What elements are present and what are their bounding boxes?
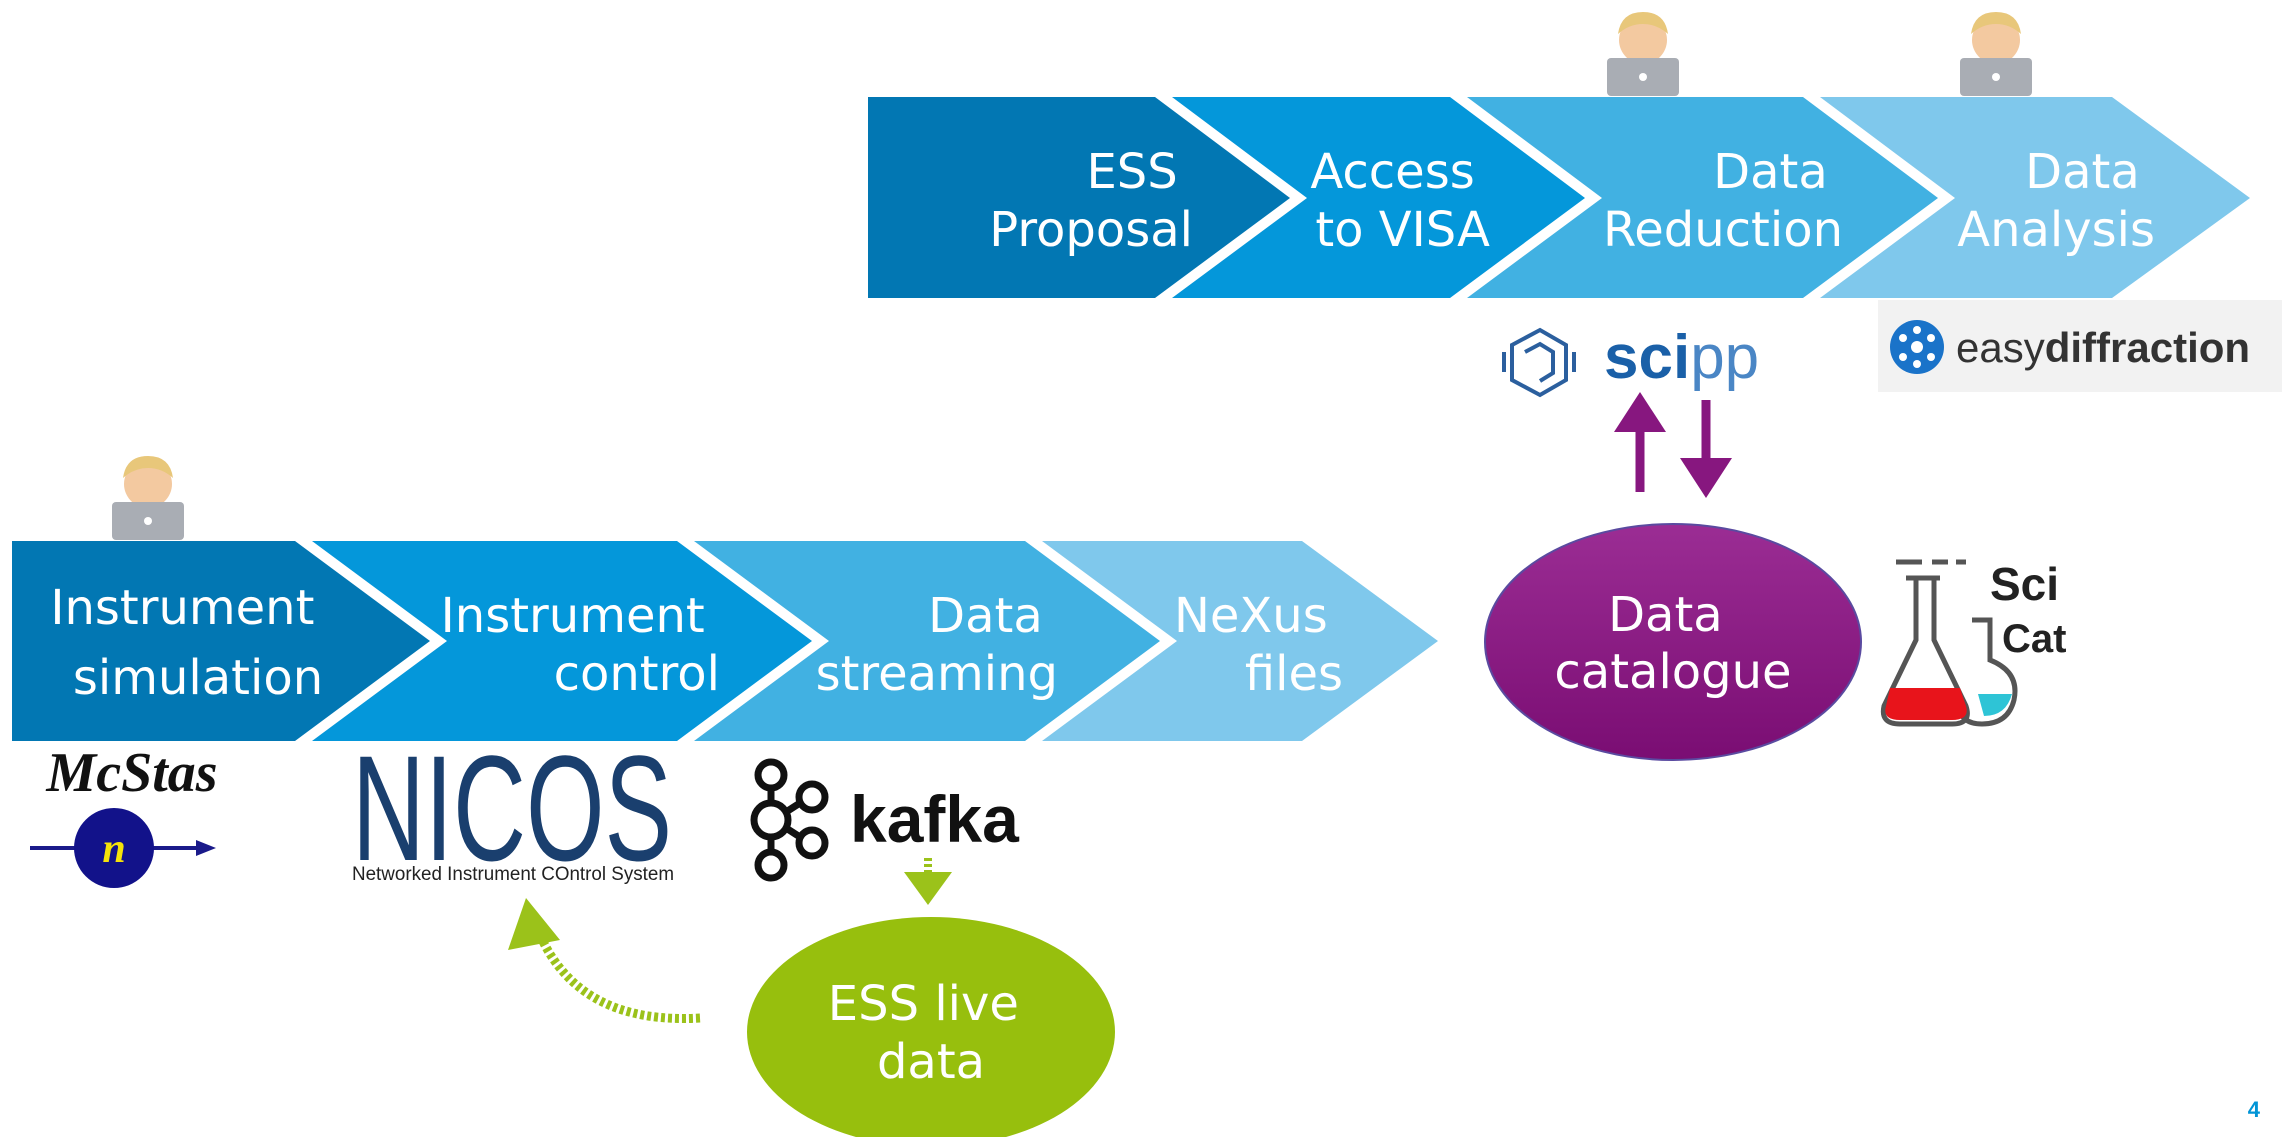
nicos-subtitle: Networked Instrument COntrol System xyxy=(352,864,674,885)
chevron-instrument-simulation xyxy=(12,541,430,741)
scipp-logo-icon xyxy=(1502,327,1576,398)
nicos-logo: NICOS Networked Instrument COntrol Syste… xyxy=(352,724,674,892)
arrow-down-icon xyxy=(1680,458,1732,498)
easydiffraction-logo-background xyxy=(1878,300,2282,392)
step-instrument-simulation: Instrument simulation xyxy=(50,580,329,706)
neutron-icon: n xyxy=(30,808,216,888)
kafka-logo-icon xyxy=(750,758,829,882)
kafka-text: kafka xyxy=(850,782,1020,856)
step-instrument-control: Instrument control xyxy=(441,588,720,702)
top-process-chain: ESS Proposal Access to VISA Data Reducti… xyxy=(868,97,2250,298)
arrow-up-icon xyxy=(508,898,560,950)
scicat-logo: Sci Cat xyxy=(1880,558,2066,727)
user-at-laptop-icon xyxy=(1607,12,1679,96)
data-catalogue-label: Data catalogue xyxy=(1554,587,1791,700)
chevron-instrument-control xyxy=(312,541,812,741)
bottom-process-chain: Instrument simulation Instrument control… xyxy=(12,541,1438,741)
chevron-data-reduction xyxy=(1467,97,1938,298)
scicat-flask-icon xyxy=(1880,559,2018,727)
mcstas-logo: McStas n xyxy=(30,742,218,888)
chevron-ess-proposal xyxy=(868,97,1290,298)
page-number: 4 xyxy=(2247,1097,2260,1122)
arrow-down-icon xyxy=(904,872,952,905)
kafka-logo: kafka xyxy=(750,758,1020,882)
scicat-red-liquid xyxy=(1885,688,1967,720)
step-nexus-files: NeXus files xyxy=(1174,588,1343,702)
arrow-up-icon xyxy=(1614,392,1666,432)
scipp-catalogue-arrows xyxy=(1614,392,1732,498)
data-catalogue-ellipse xyxy=(1484,523,1862,761)
scicat-sci-text: Sci xyxy=(1990,558,2059,610)
chevron-access-visa xyxy=(1172,97,1585,298)
easydiffraction-logo-icon xyxy=(1890,320,1944,374)
step-data-streaming: Data streaming xyxy=(816,588,1058,702)
step-access-visa: Access to VISA xyxy=(1310,144,1490,258)
chevron-data-streaming xyxy=(694,541,1160,741)
kafka-to-live-arrow xyxy=(904,858,952,905)
easydiffraction-logo: easydiffraction xyxy=(1878,300,2282,392)
live-to-nicos-arrow xyxy=(508,898,701,1024)
scicat-cat-text: Cat xyxy=(2002,617,2066,661)
scipp-logo: scipp xyxy=(1502,323,1759,398)
chevron-data-analysis xyxy=(1820,97,2250,298)
nicos-text: NICOS xyxy=(352,724,672,892)
step-data-analysis: Data Analysis xyxy=(1957,144,2155,258)
user-at-laptop-icon xyxy=(112,456,184,540)
ess-live-data-label: ESS live data xyxy=(828,976,1034,1090)
mcstas-text: McStas xyxy=(45,742,217,804)
user-at-laptop-icon xyxy=(1960,12,2032,96)
chevron-nexus-files xyxy=(1042,541,1438,741)
step-data-reduction: Data Reduction xyxy=(1603,144,1843,258)
ess-live-data-ellipse xyxy=(747,917,1115,1137)
easydiffraction-text: easydiffraction xyxy=(1956,324,2250,371)
svg-text:n: n xyxy=(102,826,125,872)
scipp-text: scipp xyxy=(1604,323,1759,392)
step-ess-proposal: ESS Proposal xyxy=(989,144,1193,258)
scicat-cyan-liquid xyxy=(1978,694,2012,716)
